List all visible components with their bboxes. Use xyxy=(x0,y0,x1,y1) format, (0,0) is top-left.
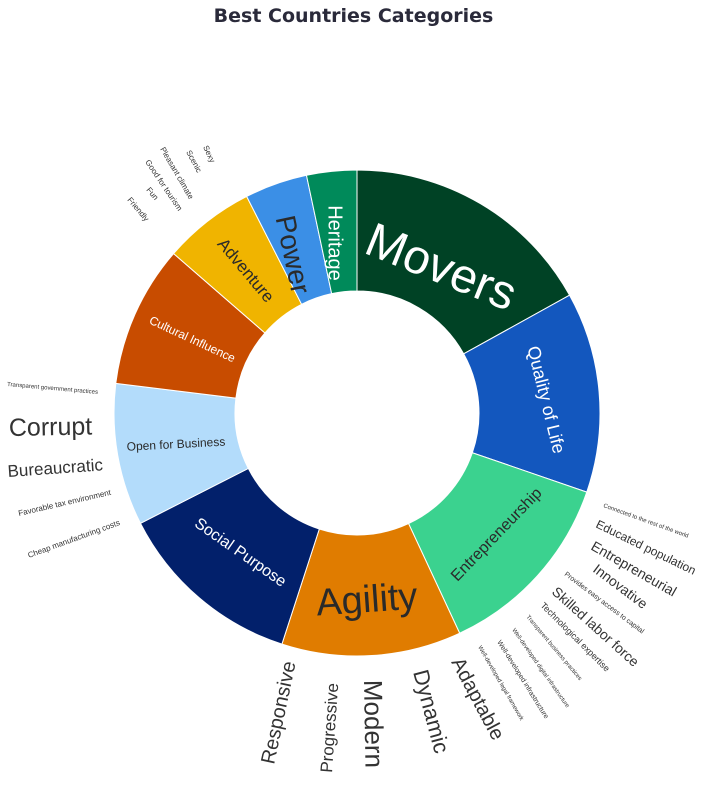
segment-entrepreneurship[interactable] xyxy=(407,452,588,634)
outer-label: Friendly xyxy=(125,196,150,224)
segment-label-agility: Agility xyxy=(315,576,419,625)
segment-label-open-for-business: Open for Business xyxy=(126,435,225,454)
segment-movers[interactable] xyxy=(356,169,571,355)
segment-agility[interactable] xyxy=(281,522,461,657)
outer-label: Corrupt xyxy=(9,413,93,442)
segment-heritage[interactable] xyxy=(305,169,358,295)
outer-label: Adaptable xyxy=(447,654,509,744)
outer-label: Fun xyxy=(144,186,160,202)
outer-label: Responsive xyxy=(257,659,300,766)
outer-label: Transparent business practices xyxy=(524,614,582,682)
outer-label: Bureaucratic xyxy=(7,455,104,481)
chart-title: Best Countries Categories xyxy=(213,5,494,27)
outer-label: Well-developed infrastructure xyxy=(495,639,549,720)
segment-label-heritage: Heritage xyxy=(324,205,346,281)
outer-label: Dynamic xyxy=(408,667,454,756)
outer-label: Scenic xyxy=(184,149,203,174)
outer-label: Sexy xyxy=(201,144,217,164)
sunburst-segments xyxy=(113,169,601,657)
outer-label: Modern xyxy=(358,680,390,769)
outer-label: Cheap manufacturing costs xyxy=(27,518,122,560)
outer-label: Transparent government practices xyxy=(7,382,98,396)
outer-label: Favorable tax environment xyxy=(17,488,112,518)
outer-label: Progressive xyxy=(317,682,342,773)
